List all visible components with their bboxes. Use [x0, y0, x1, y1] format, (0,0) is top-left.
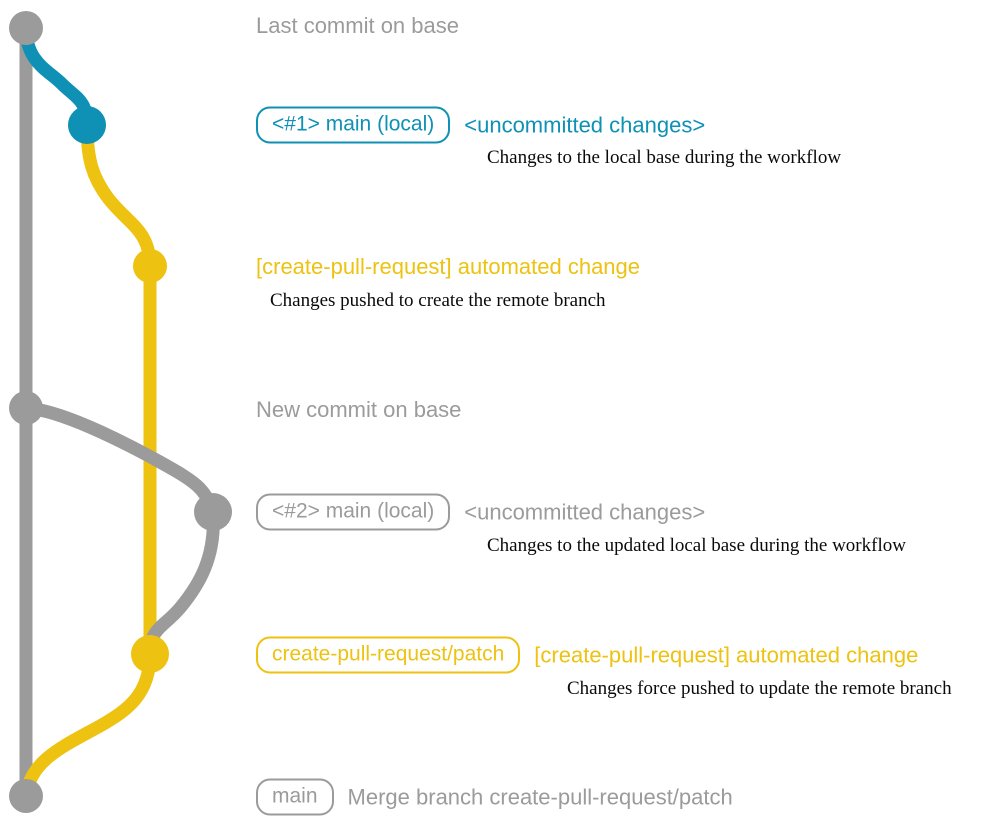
commit-subject-automated-change-2: [create-pull-request] automated change [534, 642, 919, 667]
row-automated-change-2: create-pull-request/patch [create-pull-r… [256, 636, 919, 674]
ref-chip-create-pull-request-patch[interactable]: create-pull-request/patch [256, 636, 521, 674]
row-last-commit-on-base: Last commit on base [256, 13, 459, 39]
note-local-2: Changes to the updated local base during… [487, 535, 906, 556]
note-automated-change-1: Changes pushed to create the remote bran… [270, 290, 606, 311]
row-local-1: <#1> main (local) <uncommitted changes> [256, 106, 706, 144]
row-merge: main Merge branch create-pull-request/pa… [256, 778, 733, 816]
commit-node-local-2[interactable] [194, 493, 232, 531]
commit-node-patch-1[interactable] [133, 249, 167, 283]
row-local-2: <#2> main (local) <uncommitted changes> [256, 493, 706, 531]
edge-local-to-patch [80, 118, 157, 273]
row-automated-change-1: [create-pull-request] automated change [256, 254, 640, 280]
commit-subject-uncommitted-changes-2: <uncommitted changes> [464, 499, 706, 524]
commit-node-base-head[interactable] [9, 11, 43, 45]
commit-subject-uncommitted-changes-1: <uncommitted changes> [464, 112, 706, 137]
edge-merge-to-patch [143, 505, 220, 661]
ref-chip-main-local-1[interactable]: <#1> main (local) [256, 106, 451, 144]
commit-node-patch-2[interactable] [131, 635, 169, 673]
edge-base-to-merge [19, 401, 220, 519]
commit-subject-last-commit-on-base: Last commit on base [256, 13, 459, 38]
commit-subject-merge: Merge branch create-pull-request/patch [347, 784, 733, 809]
commit-nodes [9, 11, 232, 813]
commit-subject-automated-change-1: [create-pull-request] automated change [256, 254, 641, 279]
ref-chip-main[interactable]: main [256, 778, 334, 816]
note-local-1: Changes to the local base during the wor… [487, 147, 842, 168]
note-automated-change-2: Changes force pushed to update the remot… [567, 678, 952, 699]
edge-patch-to-merge-commit [19, 647, 157, 803]
row-new-commit-on-base: New commit on base [256, 397, 461, 423]
commit-subject-new-commit-on-base: New commit on base [256, 397, 462, 422]
ref-chip-main-local-2[interactable]: <#2> main (local) [256, 493, 451, 531]
commit-node-merge[interactable] [9, 779, 43, 813]
commit-node-base-new[interactable] [9, 391, 43, 425]
commit-node-local-1[interactable] [68, 106, 106, 144]
